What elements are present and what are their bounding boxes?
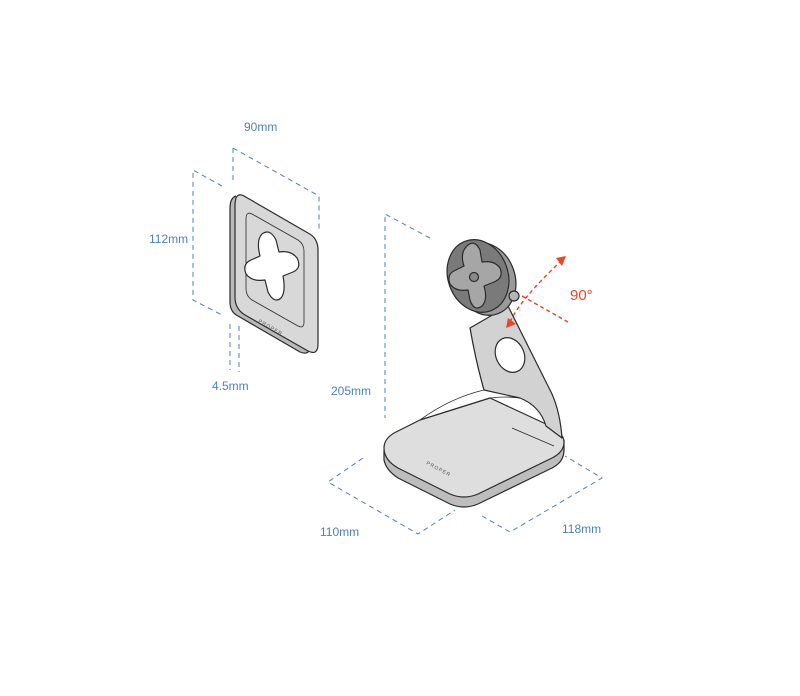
stand-column-hole bbox=[494, 337, 526, 373]
rotation-angle-label: 90° bbox=[570, 287, 593, 304]
rotation-indicator: 90° bbox=[506, 256, 593, 328]
plate-thickness-label: 4.5mm bbox=[212, 379, 249, 393]
plate-dimensions: 90mm 112mm 4.5mm bbox=[149, 120, 320, 393]
plate-recess bbox=[245, 212, 305, 328]
stand-height-label: 205mm bbox=[331, 384, 371, 398]
stand-column-front bbox=[419, 327, 521, 421]
plate-thickness-dimension-line bbox=[229, 324, 240, 372]
stand-width-label: 118mm bbox=[562, 522, 601, 536]
plate-cross-cutout bbox=[244, 231, 300, 301]
plate-height-dimension-line bbox=[192, 169, 223, 316]
stand-depth-dimension-line bbox=[327, 457, 456, 535]
stand-height-dimension-line bbox=[384, 213, 431, 418]
rotation-arrow-head-bottom bbox=[506, 318, 516, 328]
stand-dimensions: 205mm 110mm 118mm bbox=[320, 213, 603, 539]
stand-base-top bbox=[383, 397, 565, 498]
mount-plate: PROPER bbox=[229, 194, 319, 354]
plate-height-label: 112mm bbox=[149, 232, 188, 246]
rotation-guide bbox=[521, 295, 569, 323]
stand-magnetic-puck bbox=[446, 239, 520, 316]
plate-width-label: 90mm bbox=[244, 120, 277, 134]
rotation-arrow-head-top bbox=[556, 256, 566, 266]
stand-base-crease bbox=[511, 427, 555, 447]
stand-width-dimension-line bbox=[481, 455, 603, 533]
rotation-arc bbox=[509, 261, 561, 323]
stand: PROPER bbox=[383, 239, 565, 508]
stand-depth-label: 110mm bbox=[320, 525, 359, 539]
